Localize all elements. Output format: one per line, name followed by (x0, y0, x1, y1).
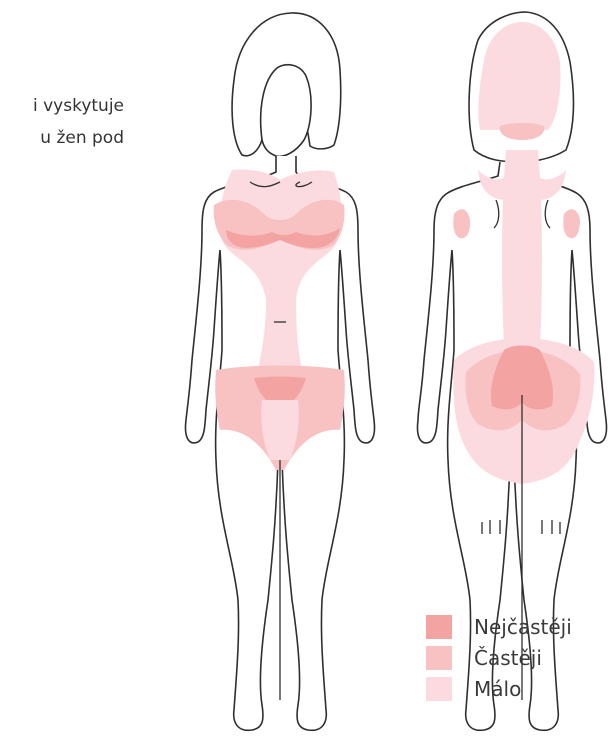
front-zone-thigh-less (261, 400, 298, 460)
legend-label-more: Častěji (474, 646, 542, 670)
front-body-figure (186, 13, 375, 730)
back-zone-spine-less (502, 150, 542, 348)
legend: Nejčastěji Častěji Málo (426, 611, 572, 704)
legend-swatch-most (426, 615, 452, 639)
legend-label-most: Nejčastěji (474, 615, 572, 639)
front-face (261, 65, 311, 157)
back-zone-shoulder-left (453, 209, 470, 238)
legend-item-less: Málo (426, 673, 572, 704)
legend-swatch-more (426, 646, 452, 670)
legend-swatch-less (426, 677, 452, 701)
legend-item-more: Častěji (426, 642, 572, 673)
legend-label-less: Málo (474, 677, 521, 701)
legend-item-most: Nejčastěji (426, 611, 572, 642)
